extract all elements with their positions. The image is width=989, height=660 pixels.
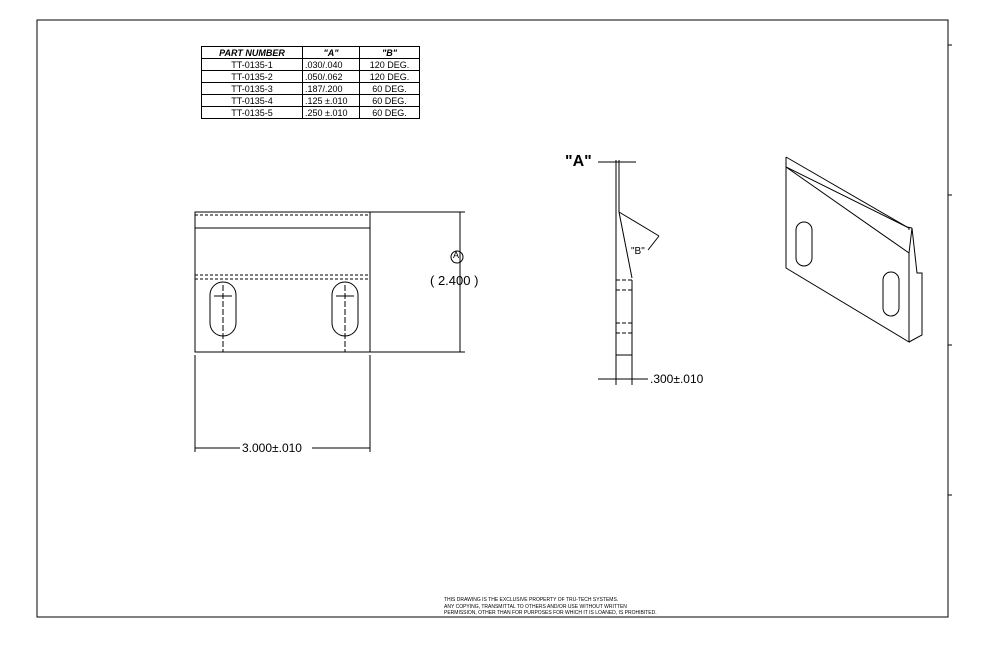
header-part-number: PART NUMBER xyxy=(201,46,303,59)
height-dimension: ( 2.400 ) xyxy=(430,273,479,288)
cell: 120 DEG. xyxy=(359,58,420,71)
cell: TT-0135-1 xyxy=(201,58,303,71)
cell: .250 ±.010 xyxy=(302,106,360,119)
note-line: PERMISSION, OTHER THAN FOR PURPOSES FOR … xyxy=(444,610,657,616)
note-line: ANY COPYING, TRANSMITTAL TO OTHERS AND/O… xyxy=(444,603,627,610)
header-a: "A" xyxy=(302,46,360,59)
datum-label: A xyxy=(453,250,460,260)
cell: TT-0135-5 xyxy=(201,106,303,119)
cell: .125 ±.010 xyxy=(302,94,360,107)
datum-a-circle xyxy=(450,250,464,264)
note-line: THIS DRAWING IS THE EXCLUSIVE PROPERTY O… xyxy=(444,597,619,603)
front-view xyxy=(194,211,465,452)
cell: 60 DEG. xyxy=(359,106,420,119)
cell: 60 DEG. xyxy=(359,82,420,95)
header-b: "B" xyxy=(359,46,420,59)
side-view xyxy=(598,160,660,385)
b-label: "B" xyxy=(631,246,645,257)
cell: .050/.062 xyxy=(302,70,360,83)
cell: TT-0135-4 xyxy=(201,94,303,107)
cell: TT-0135-3 xyxy=(201,82,303,95)
cell: .030/.040 xyxy=(302,58,360,71)
isometric-view xyxy=(785,156,923,343)
thickness-dimension: .300±.010 xyxy=(650,372,704,386)
width-dimension: 3.000±.010 xyxy=(242,441,302,455)
a-label: "A" xyxy=(565,153,592,170)
cell: TT-0135-2 xyxy=(201,70,303,83)
cell: .187/.200 xyxy=(302,82,360,95)
ownership-note: THIS DRAWING IS THE EXCLUSIVE PROPERTY O… xyxy=(444,597,657,617)
border-ticks xyxy=(948,44,952,496)
cell: 60 DEG. xyxy=(359,94,420,107)
cell: 120 DEG. xyxy=(359,70,420,83)
border xyxy=(36,19,949,618)
